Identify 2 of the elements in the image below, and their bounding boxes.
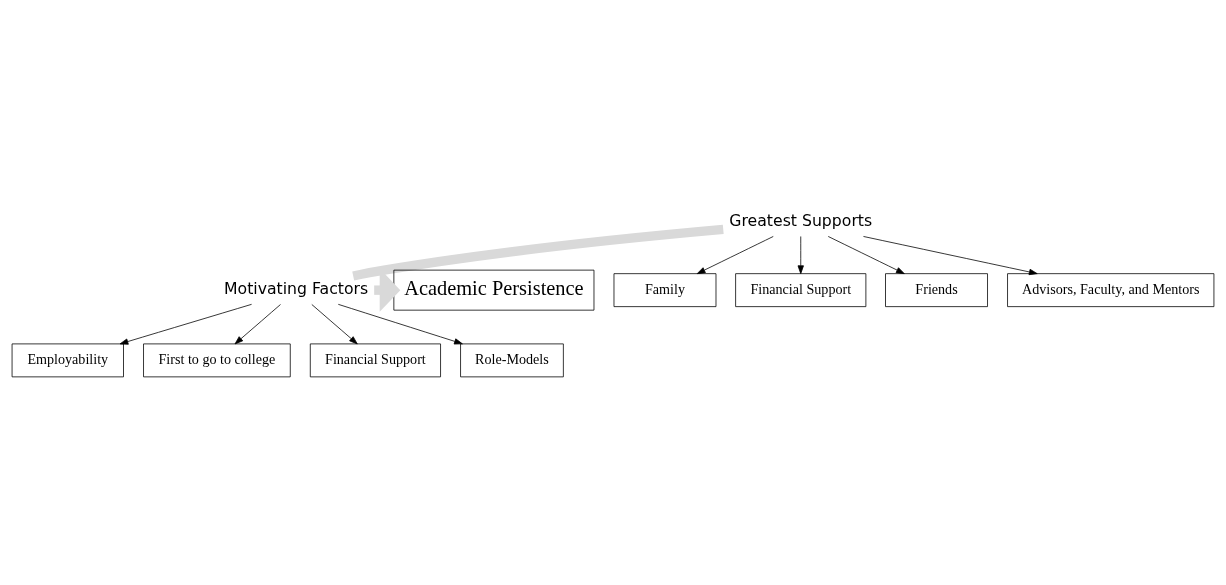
node-text: Motivating Factors [224,279,369,299]
node-text: Greatest Supports [729,211,873,231]
